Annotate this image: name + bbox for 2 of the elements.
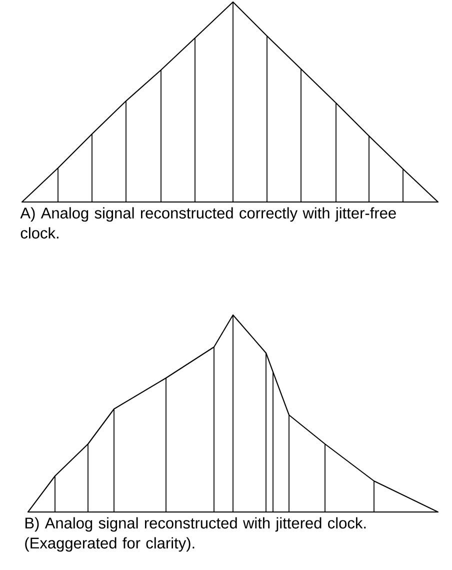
caption: A) Analog signal reconstructed correctly with jitter-free clock.: [20, 207, 396, 239]
caption: B) Analog signal reconstructed with jittered clock. (Exaggerated for clarity).: [25, 517, 366, 552]
